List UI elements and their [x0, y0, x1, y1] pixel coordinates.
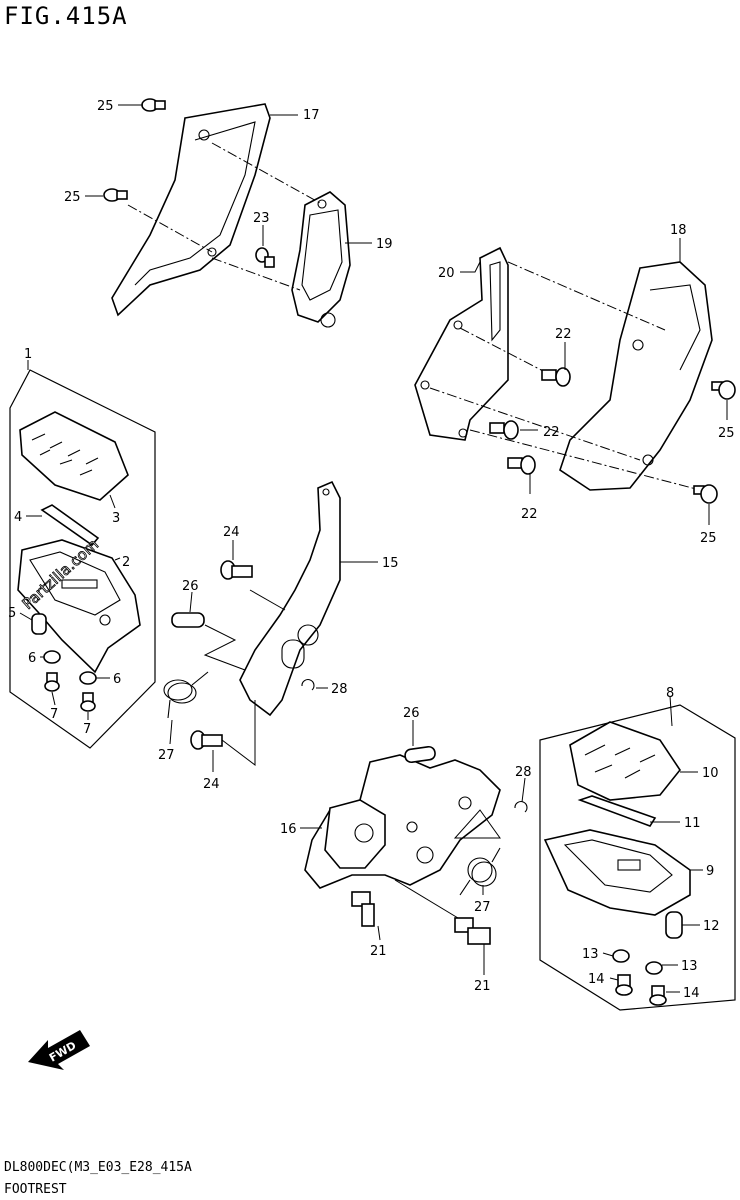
callout-27: 27	[474, 900, 491, 915]
pin-26-b[interactable]	[404, 745, 436, 764]
clip-28-a[interactable]	[301, 679, 315, 691]
part-17-bracket[interactable]	[111, 103, 271, 317]
callout-24: 24	[223, 525, 240, 540]
bolt-25-a[interactable]	[141, 98, 166, 112]
part-7-bolt-a[interactable]	[44, 672, 60, 692]
callout-9: 9	[706, 864, 714, 879]
callout-7: 7	[50, 707, 58, 722]
bolt-22-c[interactable]	[507, 455, 536, 475]
bolt-23[interactable]	[255, 247, 275, 268]
callout-25: 25	[64, 190, 81, 205]
bolt-25-c[interactable]	[711, 380, 736, 400]
part-10-footpeg-rubber[interactable]	[569, 721, 681, 801]
callout-13: 13	[582, 947, 599, 962]
callout-8: 8	[666, 686, 674, 701]
part-7-bolt-b[interactable]	[80, 692, 96, 712]
callout-26: 26	[182, 579, 199, 594]
callout-16: 16	[280, 822, 297, 837]
part-6-washer-a[interactable]	[43, 650, 61, 664]
model-code: DL800DEC(M3_E03_E28_415A	[4, 1160, 192, 1175]
callout-22: 22	[543, 425, 560, 440]
part-18-cover[interactable]	[559, 261, 713, 491]
part-20-bracket[interactable]	[414, 246, 509, 441]
callout-17: 17	[303, 108, 320, 123]
bolt-22-b[interactable]	[489, 420, 519, 440]
callout-24: 24	[203, 777, 220, 792]
callout-18: 18	[670, 223, 687, 238]
part-4-plate[interactable]	[40, 504, 100, 547]
bolt-24-a[interactable]	[220, 560, 253, 580]
part-2-footpeg[interactable]	[17, 539, 141, 674]
callout-6: 6	[113, 672, 121, 687]
part-5-damper[interactable]	[31, 613, 47, 635]
part-3-footpeg-rubber[interactable]	[19, 411, 129, 501]
callout-2: 2	[122, 555, 130, 570]
callouts: 25 17 25 23 19 20 18 22 22 22 25 25 1 4 …	[8, 99, 735, 1001]
callout-11: 11	[684, 816, 701, 831]
assembly-1-frame	[9, 369, 156, 749]
callout-21: 21	[370, 944, 387, 959]
callout-20: 20	[438, 266, 455, 281]
bolt-25-b[interactable]	[103, 188, 128, 202]
callout-14: 14	[683, 986, 700, 1001]
callout-15: 15	[382, 556, 399, 571]
section-name: FOOTREST	[4, 1182, 67, 1197]
part-14-bolt-b[interactable]	[649, 985, 667, 1006]
callout-27: 27	[158, 748, 175, 763]
callout-5: 5	[8, 606, 16, 621]
part-14-bolt-a[interactable]	[615, 974, 633, 996]
part-15-bracket[interactable]	[239, 480, 341, 717]
part-6-washer-b[interactable]	[79, 671, 97, 685]
callout-28: 28	[515, 765, 532, 780]
callout-1: 1	[24, 347, 32, 362]
figure-title: FIG.415A	[4, 2, 128, 30]
callout-22: 22	[555, 327, 572, 342]
part-19-cover[interactable]	[291, 191, 351, 328]
bolt-21-b[interactable]	[454, 917, 491, 945]
part-9-footpeg[interactable]	[543, 829, 691, 916]
callout-3: 3	[112, 511, 120, 526]
pin-26-a[interactable]	[171, 612, 205, 628]
callout-7: 7	[83, 722, 91, 737]
bolt-21-a[interactable]	[351, 891, 375, 927]
part-13-washer-a[interactable]	[612, 949, 630, 963]
spring-27-b[interactable]	[459, 847, 501, 896]
part-13-washer-b[interactable]	[645, 961, 663, 975]
bolt-22-a[interactable]	[541, 367, 571, 387]
assembly-8-frame	[539, 704, 736, 1011]
bolt-25-d[interactable]	[693, 484, 718, 504]
part-12-damper[interactable]	[665, 911, 683, 939]
bolt-24-b[interactable]	[190, 730, 223, 750]
callout-25: 25	[718, 426, 735, 441]
callout-22: 22	[521, 507, 538, 522]
callout-4: 4	[14, 510, 22, 525]
callout-12: 12	[703, 919, 720, 934]
leader-lines	[19, 104, 728, 993]
fwd-arrow-icon: FWD	[28, 1030, 90, 1070]
callout-26: 26	[403, 706, 420, 721]
callout-6: 6	[28, 651, 36, 666]
part-16-bracket[interactable]	[304, 754, 501, 889]
callout-19: 19	[376, 237, 393, 252]
callout-23: 23	[253, 211, 270, 226]
callout-25: 25	[97, 99, 114, 114]
callout-10: 10	[702, 766, 719, 781]
callout-21: 21	[474, 979, 491, 994]
spring-27-a[interactable]	[163, 671, 209, 719]
callout-25: 25	[700, 531, 717, 546]
part-11-plate[interactable]	[577, 795, 657, 827]
callout-14: 14	[588, 972, 605, 987]
callout-13: 13	[681, 959, 698, 974]
callout-28: 28	[331, 682, 348, 697]
clip-28-b[interactable]	[514, 801, 528, 813]
